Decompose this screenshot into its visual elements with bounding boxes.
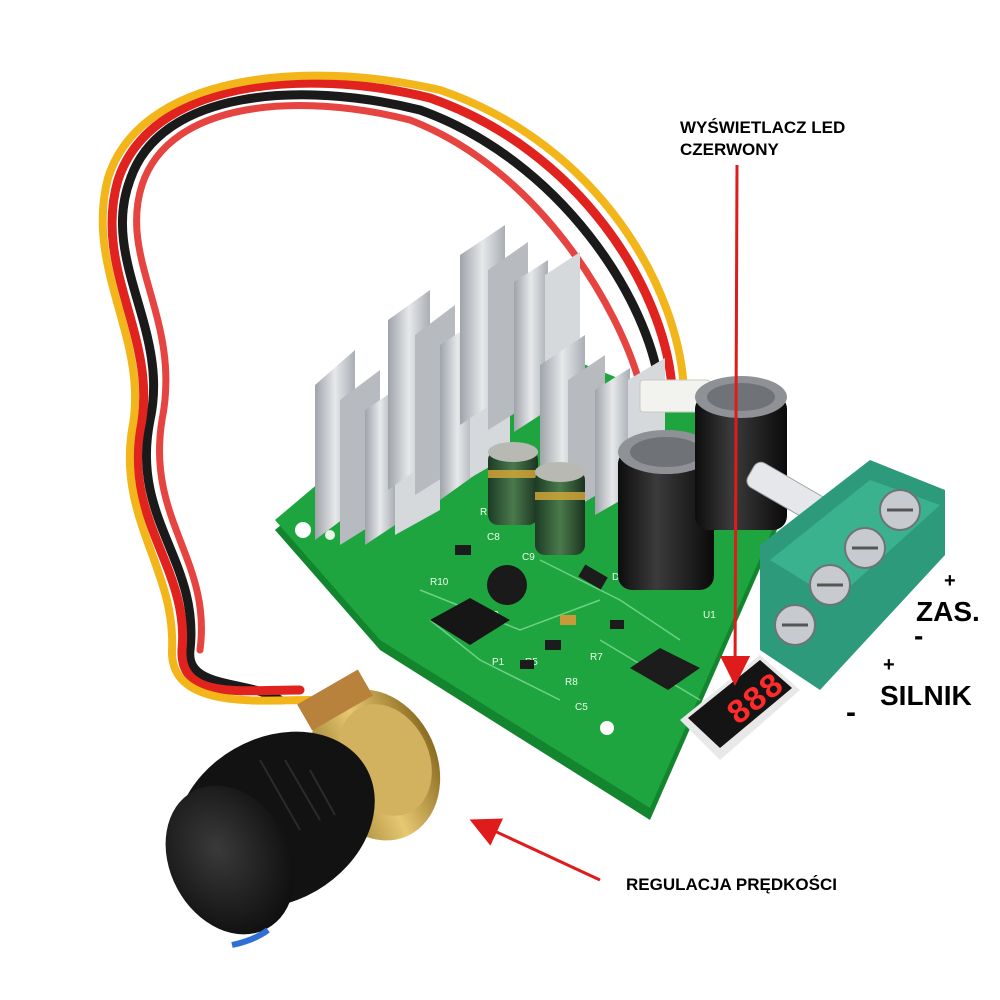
small-capacitor-1 [488,442,538,525]
pcb-mark-c8: C8 [487,532,500,543]
large-capacitor-2 [695,376,787,530]
supply-minus-sign: - [914,620,924,651]
motor-plus-sign: + [883,654,895,676]
pcb-mark-c5: C5 [575,702,588,713]
callout-arrows [469,164,751,882]
pcb-mark-r10: R10 [430,577,449,588]
small-capacitor-2 [535,462,585,555]
smd-components [455,545,624,669]
arrow-led [720,164,751,686]
pcb-mark-r7: R7 [590,652,603,663]
label-speed-control: REGULACJA PRĘDKOŚCI [626,875,837,894]
motor-minus-sign: - [846,696,856,729]
ic-driver [430,598,510,645]
terminal-block [760,460,945,690]
pcb-mark-r8: R8 [565,677,578,688]
pcb-mark-u1: U1 [703,610,716,621]
label-led-display: WYŚWIETLACZ LED [680,118,846,137]
label-supply: ZAS. [916,596,980,627]
arrow-speed [469,818,601,882]
ic-controller [630,648,700,690]
supply-plus-sign: + [944,570,956,592]
wire-bundle [98,71,688,705]
pcb-mark-p1: P1 [492,657,505,668]
label-motor: SILNIK [880,680,972,711]
label-led-color: CZERWONY [680,140,779,159]
pcb-mark-c9: C9 [522,552,535,563]
large-capacitor-1 [618,430,714,590]
inductor [487,565,527,605]
potentiometer-knob [165,731,375,948]
